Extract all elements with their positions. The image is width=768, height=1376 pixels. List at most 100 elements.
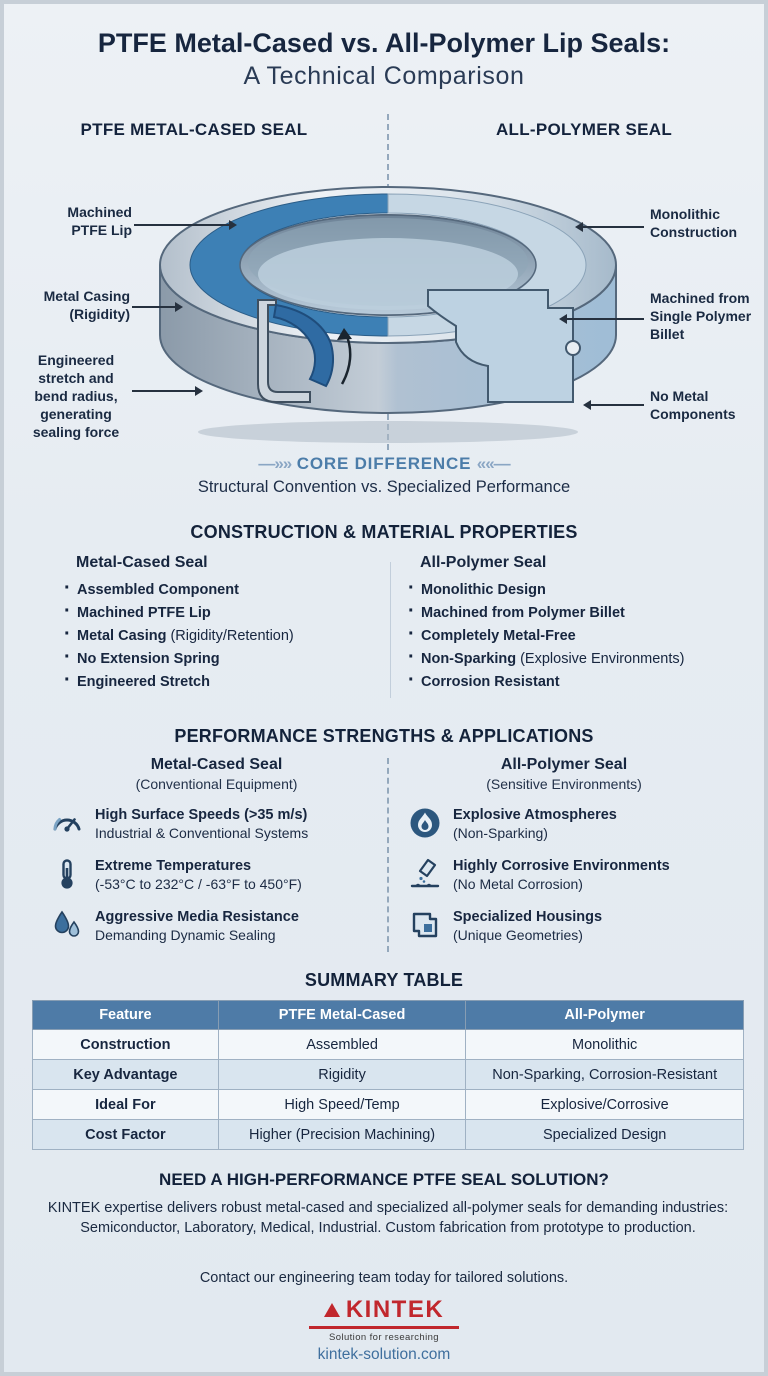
housing-icon — [408, 908, 442, 942]
construction-heading: CONSTRUCTION & MATERIAL PROPERTIES — [190, 522, 578, 542]
seal-cutaway-svg — [158, 186, 618, 443]
table-row: Ideal For High Speed/Temp Explosive/Corr… — [32, 1089, 744, 1120]
list-item: Non-Sparking (Explosive Environments) — [404, 646, 752, 671]
performance-right-title: All-Polymer Seal — [500, 756, 628, 773]
table-cell: Construction — [32, 1029, 219, 1060]
performance-item-desc: Industrial & Conventional Systems — [95, 824, 309, 841]
flame-icon — [408, 806, 442, 840]
construction-left-column: Metal-Cased Seal Assembled Component Mac… — [60, 554, 378, 694]
callout-monolithic-construction: Monolithic Construction — [650, 206, 738, 240]
callout-arrow-left-icon — [559, 314, 644, 324]
construction-right-title: All-Polymer Seal — [420, 554, 547, 571]
diagram-left-heading: PTFE METAL-CASED SEAL — [80, 120, 308, 139]
chevrons-left-icon: ««— — [476, 454, 511, 473]
callout-arrow-right-icon — [134, 220, 237, 230]
item-strong: Machined PTFE Lip — [77, 605, 211, 621]
column-header: Feature — [32, 1000, 219, 1030]
performance-item: Aggressive Media Resistance Demanding Dy… — [50, 908, 382, 946]
performance-item-title: Explosive Atmospheres — [453, 807, 617, 823]
list-item: Assembled Component — [60, 577, 378, 602]
table-row: Cost Factor Higher (Precision Machining)… — [32, 1119, 744, 1150]
list-item: No Extension Spring — [60, 646, 378, 671]
website-link[interactable]: kintek-solution.com — [317, 1346, 451, 1363]
gauge-icon — [50, 806, 84, 840]
brand-tagline: Solution for researching — [329, 1331, 439, 1343]
table-cell: Assembled — [217, 1029, 467, 1060]
construction-left-list: Assembled Component Machined PTFE Lip Me… — [60, 577, 378, 694]
item-strong: No Extension Spring — [77, 651, 220, 667]
performance-item-desc: (-53°C to 232°C / -63°F to 450°F) — [95, 875, 302, 892]
table-cell: Higher (Precision Machining) — [217, 1119, 467, 1150]
table-cell: Specialized Design — [465, 1119, 744, 1150]
item-strong: Corrosion Resistant — [421, 674, 560, 690]
item-note: (Rigidity/Retention) — [166, 628, 294, 644]
item-strong: Assembled Component — [77, 582, 239, 598]
performance-left-header: Metal-Cased Seal (Conventional Equipment… — [64, 756, 369, 792]
column-header: All-Polymer — [465, 1000, 744, 1030]
table-cell: Ideal For — [32, 1089, 219, 1120]
brand-logo: KINTEK Solution for researching — [4, 1296, 764, 1343]
droplets-icon — [50, 908, 84, 942]
item-strong: Metal Casing — [77, 628, 167, 644]
item-note: (Explosive Environments) — [516, 651, 685, 667]
cta-heading: NEED A HIGH-PERFORMANCE PTFE SEAL SOLUTI… — [159, 1170, 609, 1189]
brand-name: KINTEK — [345, 1296, 445, 1323]
column-header: PTFE Metal-Cased — [217, 1000, 467, 1030]
corrosion-icon — [408, 857, 442, 891]
cta-body: KINTEK expertise delivers robust metal-c… — [47, 1200, 729, 1237]
performance-item: High Surface Speeds (>35 m/s) Industrial… — [50, 806, 382, 844]
table-header-row: Feature PTFE Metal-Cased All-Polymer — [32, 1000, 744, 1030]
list-item: Engineered Stretch — [60, 669, 378, 694]
performance-left-title: Metal-Cased Seal — [150, 756, 283, 773]
table-row: Key Advantage Rigidity Non-Sparking, Cor… — [32, 1059, 744, 1090]
table-row: Construction Assembled Monolithic — [32, 1029, 744, 1060]
seal-cutaway-diagram — [124, 150, 652, 450]
performance-item-title: Extreme Temperatures — [95, 858, 252, 874]
callout-arrow-left-icon — [575, 222, 644, 232]
callout-arrow-left-icon — [583, 400, 644, 410]
performance-divider — [387, 758, 389, 952]
performance-left-subtitle: (Conventional Equipment) — [135, 776, 298, 792]
table-cell: Rigidity — [217, 1059, 467, 1090]
item-strong: Engineered Stretch — [77, 674, 210, 690]
callout-machined-ptfe-lip: Machined PTFE Lip — [67, 204, 132, 238]
brand-rule — [309, 1326, 459, 1329]
table-cell: Monolithic — [465, 1029, 744, 1060]
performance-item: Explosive Atmospheres (Non-Sparking) — [408, 806, 752, 844]
list-item: Machined from Polymer Billet — [404, 600, 752, 625]
table-cell: Key Advantage — [32, 1059, 219, 1090]
callout-arrow-right-icon — [132, 302, 183, 312]
core-difference-line: —»» CORE DIFFERENCE ««— — [4, 454, 764, 474]
item-strong: Monolithic Design — [421, 582, 546, 598]
performance-item-title: Aggressive Media Resistance — [95, 909, 299, 925]
construction-left-title: Metal-Cased Seal — [76, 554, 208, 571]
list-item: Metal Casing (Rigidity/Retention) — [60, 623, 378, 648]
performance-right-items: Explosive Atmospheres (Non-Sparking) Hig… — [408, 806, 752, 959]
page-title: PTFE Metal-Cased vs. All-Polymer Lip Sea… — [97, 28, 671, 58]
performance-item-title: Specialized Housings — [453, 909, 603, 925]
performance-right-subtitle: (Sensitive Environments) — [486, 776, 642, 792]
summary-table: Feature PTFE Metal-Cased All-Polymer Con… — [32, 1000, 744, 1150]
core-difference-text: Structural Convention vs. Specialized Pe… — [197, 478, 571, 496]
table-cell: Cost Factor — [32, 1119, 219, 1150]
item-strong: Non-Sparking — [421, 651, 517, 667]
performance-item-desc: (Non-Sparking) — [453, 824, 548, 841]
list-item: Machined PTFE Lip — [60, 600, 378, 625]
page-subtitle: A Technical Comparison — [243, 62, 525, 90]
performance-item-title: Highly Corrosive Environments — [453, 858, 670, 874]
performance-item-desc: (Unique Geometries) — [453, 926, 583, 943]
performance-item: Extreme Temperatures (-53°C to 232°C / -… — [50, 857, 382, 895]
item-strong: Machined from Polymer Billet — [421, 605, 625, 621]
performance-right-header: All-Polymer Seal (Sensitive Environments… — [409, 756, 719, 792]
performance-item: Highly Corrosive Environments (No Metal … — [408, 857, 752, 895]
construction-right-list: Monolithic Design Machined from Polymer … — [404, 577, 752, 694]
performance-left-items: High Surface Speeds (>35 m/s) Industrial… — [50, 806, 382, 959]
summary-table-heading: SUMMARY TABLE — [304, 970, 464, 990]
construction-divider — [390, 562, 391, 698]
thermometer-icon — [50, 857, 84, 891]
diagram-right-heading: ALL-POLYMER SEAL — [495, 120, 673, 139]
performance-item-title: High Surface Speeds (>35 m/s) — [95, 807, 308, 823]
core-difference-label: CORE DIFFERENCE — [296, 454, 472, 473]
construction-right-column: All-Polymer Seal Monolithic Design Machi… — [404, 554, 752, 694]
item-strong: Completely Metal-Free — [421, 628, 576, 644]
